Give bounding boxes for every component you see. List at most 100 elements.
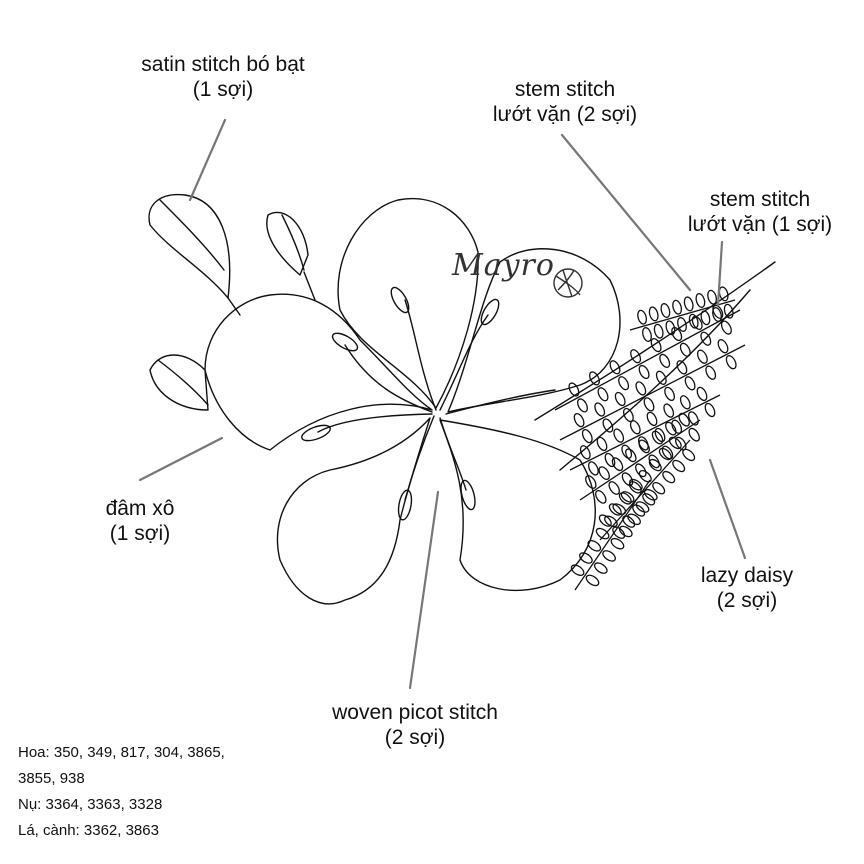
leaflet-27 (676, 360, 688, 375)
leaflet-66 (622, 515, 636, 528)
leader-lazy (708, 458, 747, 560)
leaflet-111 (718, 286, 729, 302)
leaflet-9 (650, 338, 662, 353)
leaflet-81 (570, 564, 585, 576)
leaflet-109 (707, 289, 718, 305)
leaflet-26 (684, 376, 696, 391)
notes-la: Lá, cành: 3362, 3863 (18, 822, 159, 839)
leaflet-105 (683, 296, 694, 312)
leaflet-44 (687, 411, 699, 426)
leaflet-49 (585, 475, 597, 489)
leaflet-74 (662, 470, 676, 484)
leaflet-45 (679, 395, 691, 410)
leaflet-37 (613, 428, 625, 443)
leaflet-80 (585, 574, 600, 587)
label-stem-stitch-1: stem stitch lướt vặn (1 sợi) (660, 187, 860, 237)
leaflet-28 (705, 365, 717, 380)
watermark-text: Mayro (452, 248, 555, 283)
leaflet-78 (682, 448, 696, 462)
label-woven-line1: woven picot stitch (332, 701, 498, 724)
leaflet-2 (597, 387, 609, 402)
notes-nu: Nụ: 3364, 3363, 3328 (18, 796, 163, 813)
leaflet-72 (652, 482, 666, 495)
anther-5 (397, 489, 413, 521)
leaflet-8 (659, 353, 671, 368)
bud-stem-2 (303, 271, 316, 301)
leaflet-31 (717, 339, 729, 354)
leaflet-82 (593, 562, 608, 574)
stamen-7 (445, 389, 556, 415)
leaflet-12 (700, 331, 712, 346)
leaflet-103 (672, 299, 683, 315)
anther-4 (301, 424, 331, 442)
petal-top (337, 197, 479, 409)
leaflet-79 (668, 436, 682, 450)
label-dam-xo: đâm xô (1 sợi) (70, 496, 210, 546)
leaflet-19 (594, 402, 606, 417)
leaflet-34 (604, 452, 616, 468)
leaflet-85 (587, 540, 602, 552)
leaflet-57 (638, 439, 650, 454)
leaflet-106 (700, 310, 711, 326)
stamen-1 (404, 299, 437, 411)
leaflet-14 (720, 320, 732, 335)
leaflet-17 (573, 412, 585, 428)
leaflet-30 (725, 355, 737, 370)
petal-left (204, 293, 433, 451)
leaflet-73 (638, 470, 652, 483)
leaflet-91 (612, 503, 627, 515)
leaflet-69 (618, 492, 632, 505)
label-lazy-daisy: lazy daisy (2 sợi) (672, 563, 822, 613)
label-satin-stitch: satin stitch bó bạt (1 sợi) (108, 52, 338, 102)
leaflet-48 (595, 490, 607, 504)
anther-3 (331, 332, 359, 352)
petal-right (447, 248, 621, 413)
leader-woven (408, 490, 440, 690)
label-lazy-line2: (2 sợi) (716, 589, 778, 612)
label-dam-line2: (1 sợi) (109, 522, 171, 545)
label-woven-picot: woven picot stitch (2 sợi) (300, 700, 530, 750)
bud-left-stroke (157, 359, 209, 406)
leaflet-21 (614, 391, 626, 407)
stamen-2 (439, 314, 489, 411)
leaflet-58 (661, 445, 674, 460)
frond-stem (569, 394, 721, 471)
leaflet-33 (579, 445, 591, 460)
leaflet-46 (704, 402, 716, 418)
label-satin-line1: satin stitch bó bạt (141, 53, 305, 76)
label-stem1-line1: stem stitch (709, 188, 811, 211)
leaflet-47 (696, 386, 708, 402)
leaflet-76 (672, 459, 686, 473)
leaflet-87 (595, 527, 610, 540)
leaflet-62 (688, 427, 700, 442)
leaflet-7 (630, 349, 642, 364)
frond-stem (574, 479, 651, 591)
leaflet-93 (620, 491, 635, 503)
stamen-3 (344, 344, 433, 413)
leaflet-84 (602, 550, 616, 562)
leaflet-10 (679, 342, 691, 357)
leaflet-90 (627, 513, 641, 526)
leaflet-108 (712, 307, 722, 322)
label-stem2-line2: lướt vặn (2 sợi) (492, 103, 638, 126)
leaflet-18 (602, 418, 614, 433)
bud-top-left-stroke (159, 199, 225, 271)
bud-stem-1 (227, 297, 241, 316)
leaflet-83 (579, 552, 593, 564)
petal-bottom-right (439, 419, 596, 592)
leaflet-89 (604, 515, 618, 528)
leaflet-43 (663, 403, 675, 418)
anther-1 (390, 286, 410, 314)
leaflet-104 (688, 313, 699, 329)
leaflet-24 (664, 386, 676, 402)
leaflet-50 (608, 481, 620, 495)
leaflet-23 (635, 381, 647, 396)
leaflet-64 (612, 526, 626, 539)
leaflet-99 (648, 306, 659, 322)
frond-stem (559, 344, 746, 441)
bud-top-mid-stroke (281, 214, 305, 271)
leaflet-54 (635, 463, 647, 478)
leader-satin (188, 118, 227, 202)
leaflet-16 (581, 428, 593, 444)
leaflet-88 (618, 525, 633, 538)
